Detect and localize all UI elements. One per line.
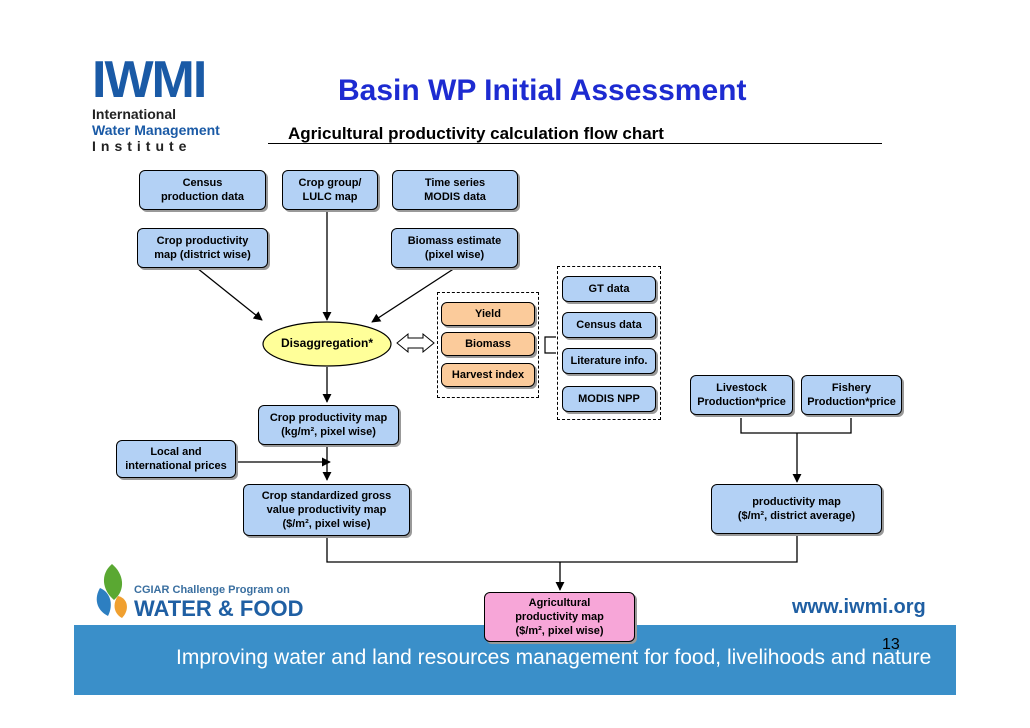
footer-tagline: Improving water and land resources manag…	[176, 646, 932, 669]
connector-livestock-fishery	[740, 418, 852, 434]
biomass-estimate-node: Biomass estimate (pixel wise)	[391, 228, 518, 268]
gt-data-node: GT data	[562, 276, 656, 302]
yield-node: Yield	[441, 302, 535, 326]
disaggregation-label: Disaggregation*	[280, 336, 373, 350]
logo-line-2: Water Management	[92, 122, 220, 138]
iwmi-url: www.iwmi.org	[792, 596, 926, 618]
bracket-sources	[544, 336, 556, 354]
productivity-map-node: productivity map ($/m², district average…	[711, 484, 882, 534]
gross-value-map-node: Crop standardized gross value productivi…	[243, 484, 410, 536]
connector-bottom	[326, 536, 798, 563]
harvest-index-node: Harvest index	[441, 363, 535, 387]
subtitle-underline	[268, 143, 882, 144]
arrow-crop-to-disagg	[196, 267, 263, 321]
sources-group-frame	[557, 266, 661, 420]
livestock-node: Livestock Production*price	[690, 375, 793, 415]
yield-group-frame	[437, 292, 539, 398]
page-subtitle: Agricultural productivity calculation fl…	[288, 124, 664, 143]
biomass-node: Biomass	[441, 332, 535, 356]
arrow-biomass-to-disagg	[371, 267, 456, 323]
crop-group-node: Crop group/ LULC map	[282, 170, 378, 210]
water-food-logo-text: WATER & FOOD	[134, 596, 304, 621]
census-production-node: Census production data	[139, 170, 266, 210]
literature-info-node: Literature info.	[562, 348, 656, 374]
cgiar-program-label: CGIAR Challenge Program on	[134, 584, 290, 596]
census-data-node: Census data	[562, 312, 656, 338]
logo-line-1: International	[92, 106, 177, 122]
crop-productivity-map-node: Crop productivity map (kg/m², pixel wise…	[258, 405, 399, 445]
agricultural-productivity-node: Agricultural productivity map ($/m², pix…	[484, 592, 635, 642]
time-series-node: Time series MODIS data	[392, 170, 518, 210]
logo-brand: IWMI	[92, 51, 207, 109]
fishery-node: Fishery Production*price	[801, 375, 902, 415]
logo-line-3: Institute	[92, 138, 192, 154]
double-arrow	[396, 332, 435, 354]
crop-productivity-district-node: Crop productivity map (district wise)	[137, 228, 268, 268]
iwmi-logo: IWMI International Water Management Inst…	[92, 54, 232, 154]
modis-npp-node: MODIS NPP	[562, 386, 656, 412]
page-title: Basin WP Initial Assessment	[338, 74, 747, 107]
cgiar-leaf-icon	[96, 564, 127, 618]
page-number: 13	[882, 636, 900, 653]
disaggregation-ellipse	[262, 321, 392, 367]
prices-node: Local and international prices	[116, 440, 236, 478]
